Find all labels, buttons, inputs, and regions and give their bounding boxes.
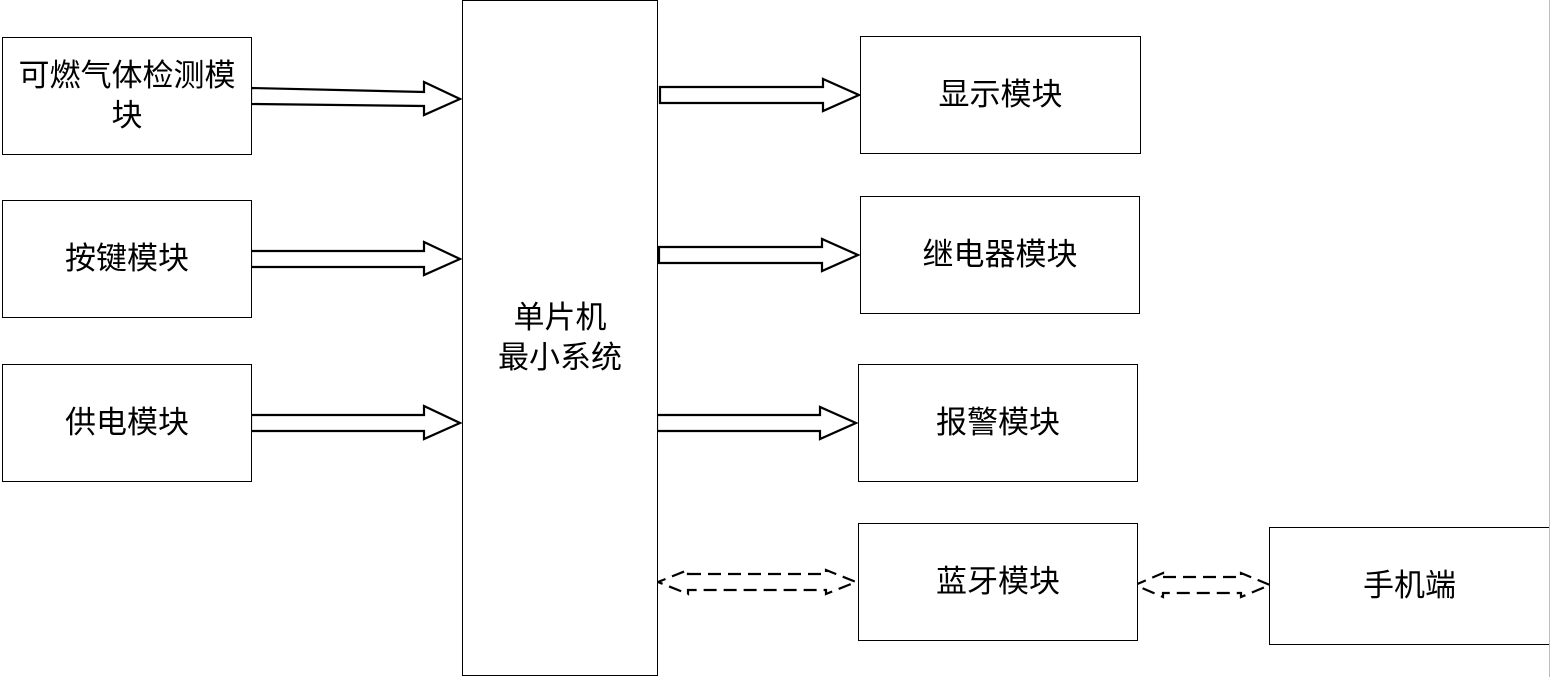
- phone-terminal: 手机端: [1269, 527, 1550, 645]
- keypad-module-label: 按键模块: [65, 241, 189, 277]
- arrow-bluetooth-phone-dashed: [1132, 571, 1273, 599]
- power-supply-module-label: 供电模块: [65, 405, 189, 441]
- relay-module: 继电器模块: [860, 196, 1140, 314]
- bluetooth-module: 蓝牙模块: [858, 523, 1138, 641]
- keypad-module: 按键模块: [2, 200, 252, 318]
- mcu-minimal-system: 单片机 最小系统: [462, 0, 658, 676]
- arrow-mcu-to-relay: [657, 237, 861, 273]
- relay-module-label: 继电器模块: [922, 237, 1078, 273]
- display-module: 显示模块: [860, 36, 1141, 154]
- bluetooth-module-label: 蓝牙模块: [936, 564, 1060, 600]
- arrow-keys-to-mcu: [249, 240, 463, 277]
- page-edge-divider: [1549, 0, 1550, 677]
- arrow-mcu-to-display: [658, 77, 862, 113]
- phone-terminal-label: 手机端: [1363, 568, 1456, 604]
- arrow-gas-to-mcu: [249, 80, 463, 117]
- arrow-power-to-mcu: [249, 404, 463, 441]
- display-module-label: 显示模块: [938, 77, 1063, 113]
- power-supply-module: 供电模块: [2, 364, 252, 482]
- arrow-mcu-to-alarm: [655, 405, 859, 441]
- mcu-label-line2: 最小系统: [498, 340, 622, 376]
- mcu-label-line1: 单片机: [513, 300, 607, 336]
- alarm-module: 报警模块: [858, 364, 1138, 482]
- gas-detection-module: 可燃气体检测模块: [2, 37, 252, 155]
- alarm-module-label: 报警模块: [936, 405, 1060, 441]
- gas-detection-module-label: 可燃气体检测模块: [18, 58, 236, 134]
- arrow-mcu-bluetooth-dashed: [655, 568, 859, 596]
